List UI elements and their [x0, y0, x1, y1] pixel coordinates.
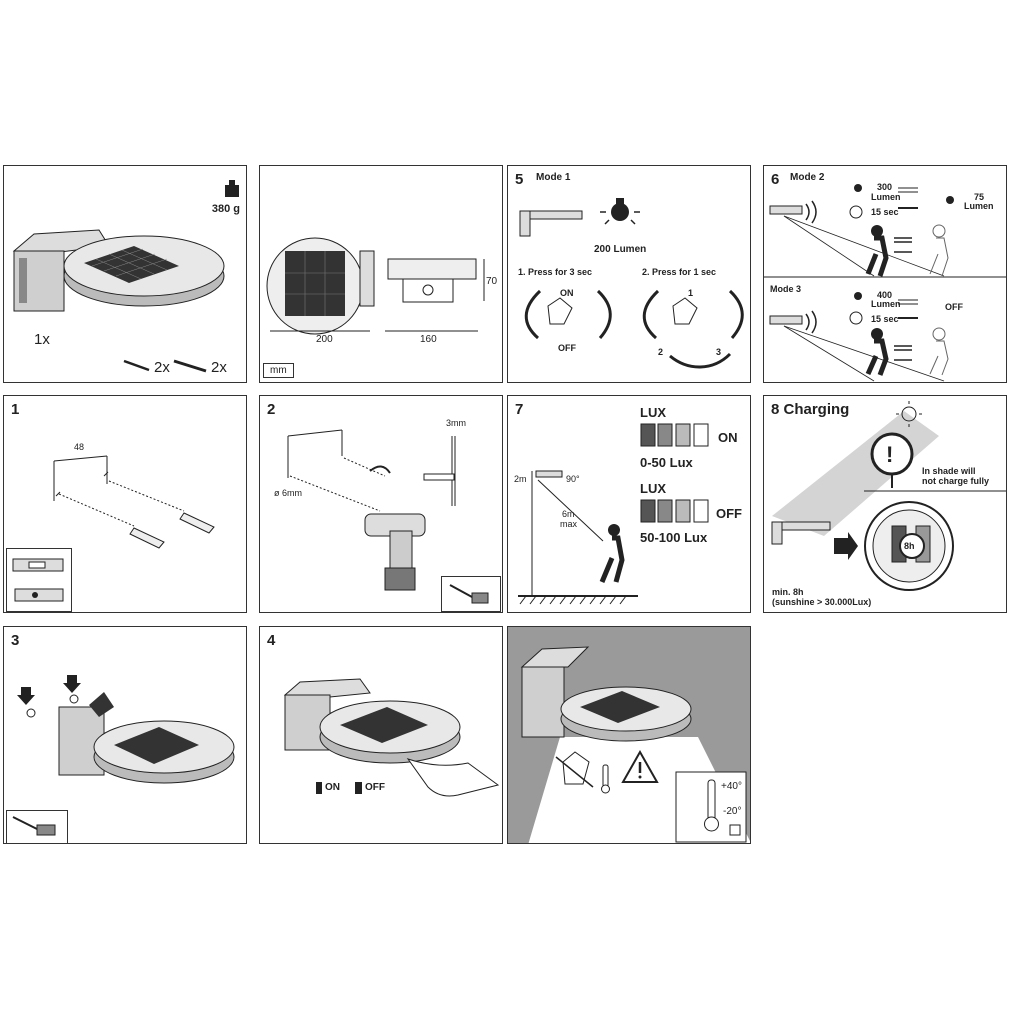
mode1-illustration — [519, 198, 744, 369]
mode2-after-word: Lumen — [964, 201, 994, 211]
unit-label: mm — [263, 363, 294, 378]
screw-icon — [123, 359, 207, 373]
panel-number: 4 — [267, 632, 276, 649]
screwdriver-icon — [449, 584, 489, 604]
switch-off-label: OFF — [365, 782, 385, 793]
hole-spacing: 48 — [74, 442, 85, 452]
step2-label: 2. Press for 1 sec — [642, 267, 717, 277]
panel-number: 2 — [267, 401, 276, 418]
panel-step4: 4 ON OFF — [259, 626, 503, 844]
lux-off-range: 50-100 Lux — [640, 530, 708, 545]
mode2-time: 15 sec — [871, 207, 899, 217]
dowel-quantity: 2x — [211, 359, 227, 376]
screwdriver-inset — [441, 576, 501, 612]
height-dimension: 70 — [486, 276, 498, 287]
drill-diameter: ø 6mm — [274, 488, 302, 498]
panel-mode2-3: 6 Mode 2 300 Lumen 15 sec 75 Lumen Mode … — [763, 165, 1007, 383]
warning-illustration — [520, 646, 750, 843]
mode3-title: Mode 3 — [770, 284, 802, 294]
mode3-lumen-word: Lumen — [871, 299, 901, 309]
charge-time-badge: 8h — [904, 541, 915, 551]
panel-step1: 1 48 — [3, 395, 247, 613]
detection-distance: 6m — [562, 509, 575, 519]
mode3-after: OFF — [945, 302, 963, 312]
wall-thickness: 3mm — [446, 418, 466, 428]
screwdriver-inset — [6, 810, 68, 843]
panel-dimensions: 200 160 70 mm — [259, 165, 503, 383]
switch-on-illustration — [283, 678, 500, 797]
weight-label: 380 g — [211, 203, 240, 215]
charging-illustration: ! — [771, 401, 1006, 591]
dimension-drawing — [266, 237, 485, 335]
mode3-lumen-value: 400 — [877, 290, 893, 300]
mounting-illustration — [17, 675, 235, 784]
mode2-lumen-value: 300 — [877, 182, 893, 192]
level-inset — [6, 548, 72, 612]
panel-charging: 8 Charging ! In shade will not charge fu… — [763, 395, 1007, 613]
shade-warning-line1: In shade will — [922, 466, 976, 476]
mode-title: Mode 1 — [536, 172, 571, 183]
step-position-1: 1 — [688, 288, 694, 298]
mode2-lumen-word: Lumen — [871, 192, 901, 202]
lux-on-range: 0-50 Lux — [640, 455, 693, 470]
lux-off-label: OFF — [716, 506, 742, 521]
lamp-illustration — [12, 229, 225, 312]
depth-dimension: 160 — [420, 334, 437, 345]
lux-title-off: LUX — [640, 481, 666, 496]
drilling-illustration — [287, 429, 456, 591]
panel-number: 3 — [11, 632, 20, 649]
shade-warning-line2: not charge fully — [922, 476, 990, 486]
panel-number: 5 — [515, 171, 524, 188]
on-label: ON — [560, 288, 574, 298]
panel-lux: 7 LUX ON 0-50 Lux LUX OFF 50-100 Lux 2m … — [507, 395, 751, 613]
step-position-2: 2 — [658, 347, 664, 357]
panel-step3: 3 — [3, 626, 247, 844]
step1-label: 1. Press for 3 sec — [518, 267, 593, 277]
panel-number: 1 — [11, 401, 20, 418]
panel-step2: 2 ø 6mm 3mm — [259, 395, 503, 613]
mode2-title: Mode 2 — [790, 172, 825, 183]
weight-icon — [225, 180, 239, 197]
min-temperature: -20° — [723, 806, 742, 817]
mode2-3-illustration — [764, 184, 1006, 382]
marking-illustration — [53, 455, 215, 549]
switch-on-label: ON — [325, 782, 340, 793]
off-label: OFF — [558, 343, 576, 353]
sunshine-requirement: (sunshine > 30.000Lux) — [772, 597, 872, 607]
panel-mode1: 5 Mode 1 200 Lumen 1. Press for 3 sec 2.… — [507, 165, 751, 383]
lux-illustration — [518, 423, 709, 605]
lumen-label: 200 Lumen — [594, 244, 647, 255]
max-temperature: +40° — [721, 781, 742, 792]
panel-number: 7 — [515, 401, 524, 418]
detection-angle: 90° — [566, 474, 580, 484]
mount-height: 2m — [514, 474, 527, 484]
screwdriver-icon — [12, 816, 56, 836]
mode3-time: 15 sec — [871, 314, 899, 324]
lamp-quantity: 1x — [34, 331, 50, 348]
panel-warnings: +40° -20° — [507, 626, 751, 844]
screw-quantity: 2x — [154, 359, 170, 376]
min-charge-time: min. 8h — [772, 587, 804, 597]
lux-title-on: LUX — [640, 405, 666, 420]
lux-on-label: ON — [718, 430, 738, 445]
detection-distance-max: max — [560, 519, 578, 529]
width-dimension: 200 — [316, 334, 333, 345]
mode2-after-value: 75 — [974, 192, 985, 202]
svg-text:!: ! — [886, 442, 893, 467]
panel-contents: 380 g 1x 2x 2x — [3, 165, 247, 383]
charging-title: 8 Charging — [771, 401, 850, 418]
panel-number: 6 — [771, 171, 780, 188]
spirit-level-icon — [12, 558, 64, 602]
step-position-3: 3 — [716, 347, 722, 357]
